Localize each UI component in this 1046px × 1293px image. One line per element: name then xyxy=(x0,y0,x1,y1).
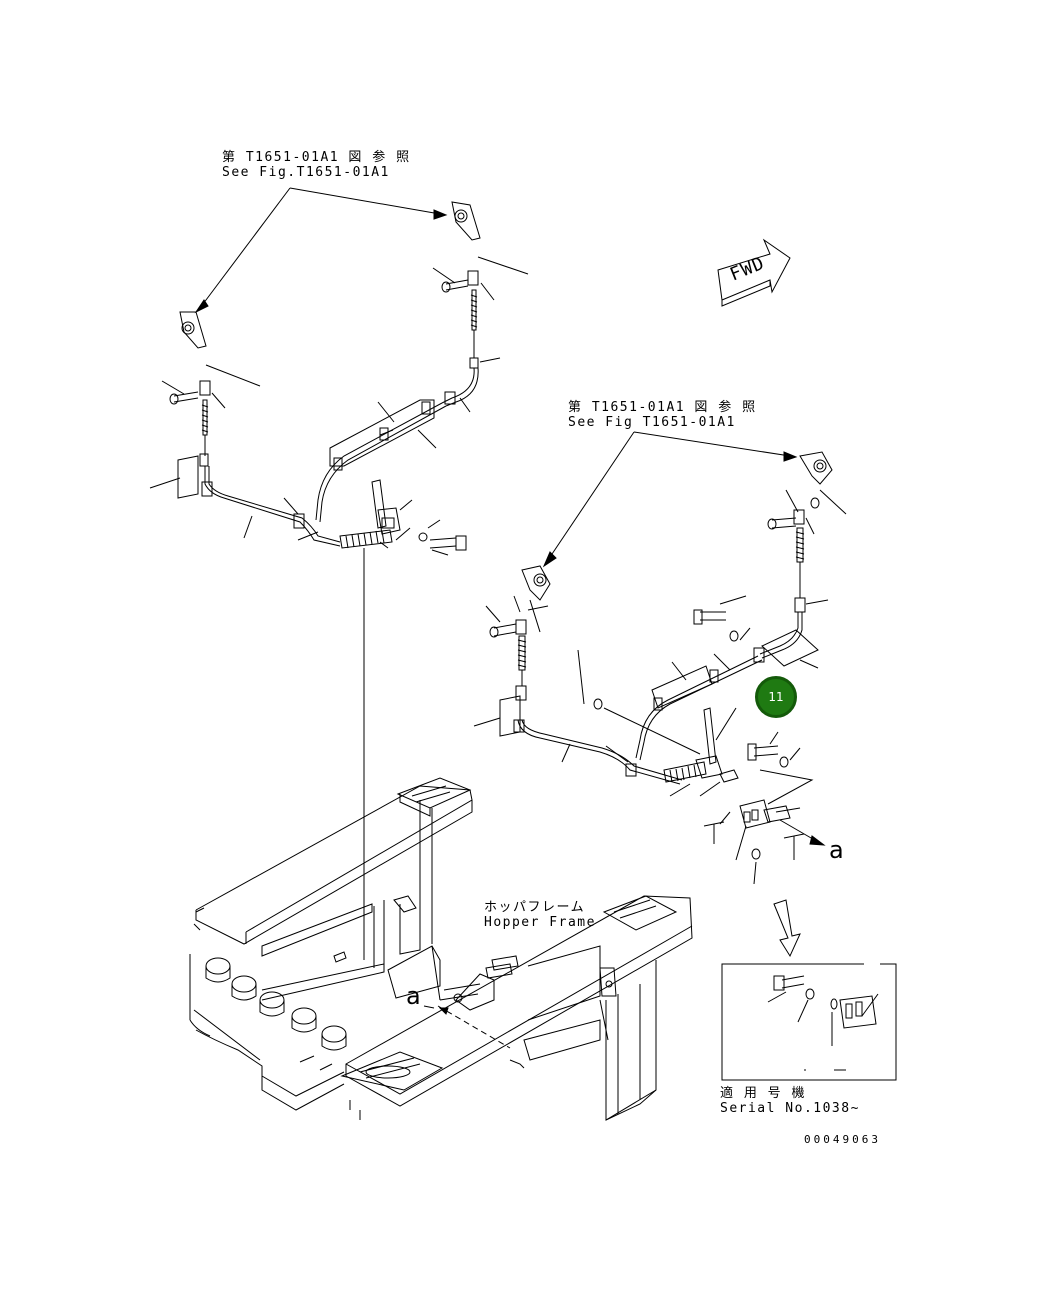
reference-jp: 第 T1651-01A1 図 参 照 xyxy=(222,150,411,165)
reference-label-top-left: 第 T1651-01A1 図 参 照 See Fig.T1651-01A1 xyxy=(222,150,411,180)
reference-label-middle-right: 第 T1651-01A1 図 参 照 See Fig T1651-01A1 xyxy=(568,400,757,430)
hopper-en: Hopper Frame xyxy=(484,915,596,930)
reference-en: See Fig.T1651-01A1 xyxy=(222,165,390,180)
reference-en: See Fig T1651-01A1 xyxy=(568,415,736,430)
hopper-jp: ホッパフレーム xyxy=(484,900,586,915)
ref-arrow-right xyxy=(289,187,441,215)
down-arrow-icon xyxy=(773,899,801,958)
marker-a-frame: a xyxy=(406,982,421,1010)
fwd-arrow-icon xyxy=(717,238,791,307)
hopper-frame-label: ホッパフレーム Hopper Frame xyxy=(484,900,596,930)
detail-box xyxy=(721,963,897,1081)
middle-right-cable-assembly xyxy=(473,431,847,885)
marker-a-right: a xyxy=(829,836,844,864)
reference-jp: 第 T1651-01A1 図 参 照 xyxy=(568,400,757,415)
serial-en: Serial No.1038~ xyxy=(720,1101,860,1116)
serial-label: 適 用 号 機 Serial No.1038~ xyxy=(720,1086,860,1116)
drawing-code: 00049063 xyxy=(804,1133,881,1146)
ref-arrow-left xyxy=(199,187,291,309)
serial-jp: 適 用 号 機 xyxy=(720,1086,806,1101)
hopper-pots xyxy=(205,957,347,1051)
upper-left-cable-assembly xyxy=(149,187,529,960)
callout-badge[interactable]: 11 xyxy=(755,676,797,718)
hopper-frame-drawing xyxy=(189,777,693,1121)
